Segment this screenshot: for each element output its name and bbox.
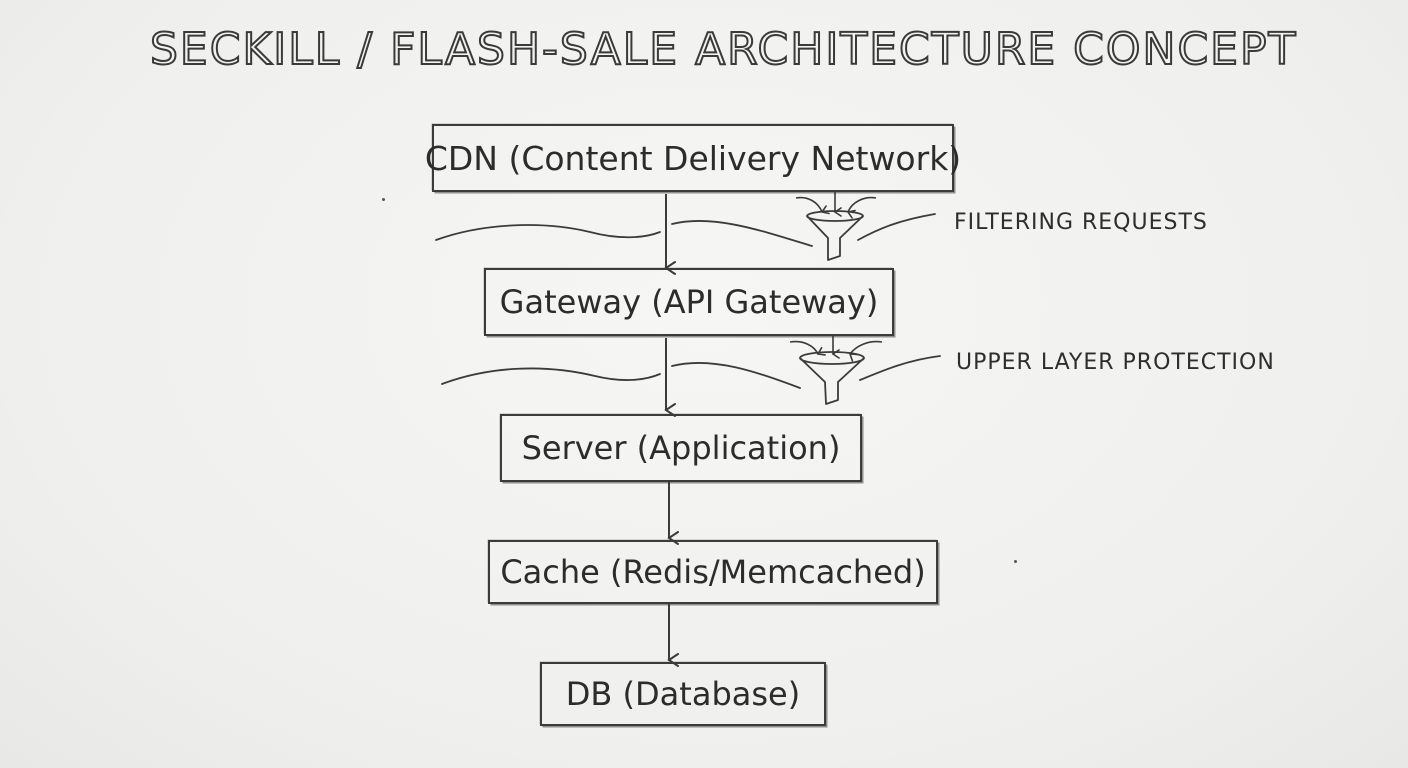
- filter-wave-1-right: [671, 213, 936, 247]
- layer-box-gateway: Gateway (API Gateway): [484, 268, 894, 336]
- layer-label: Gateway (API Gateway): [499, 283, 879, 321]
- filter-wave-2-left: [441, 367, 661, 385]
- layer-box-db: DB (Database): [540, 662, 826, 726]
- paper-speck: [382, 198, 385, 201]
- annotation-filtering-requests: FILTERING REQUESTS: [954, 210, 1208, 235]
- layer-label: CDN (Content Delivery Network): [424, 138, 962, 178]
- layer-box-cache: Cache (Redis/Memcached): [488, 540, 938, 604]
- filter-wave-2-right: [671, 355, 941, 389]
- funnel-icon: [789, 336, 883, 405]
- layer-box-cdn: CDN (Content Delivery Network): [425, 124, 961, 192]
- layer-box-server: Server (Application): [500, 414, 862, 482]
- funnel-icon: [795, 192, 877, 261]
- layer-label: Cache (Redis/Memcached): [500, 553, 926, 591]
- paper-speck: [1014, 560, 1017, 563]
- annotation-upper-layer-protection: UPPER LAYER PROTECTION: [956, 350, 1275, 375]
- layer-label: Server (Application): [521, 429, 841, 467]
- layer-label: DB (Database): [565, 675, 801, 713]
- diagram-title: SECKILL / FLASH-SALE ARCHITECTURE CONCEP…: [149, 23, 1298, 76]
- filter-wave-1-left: [435, 224, 661, 241]
